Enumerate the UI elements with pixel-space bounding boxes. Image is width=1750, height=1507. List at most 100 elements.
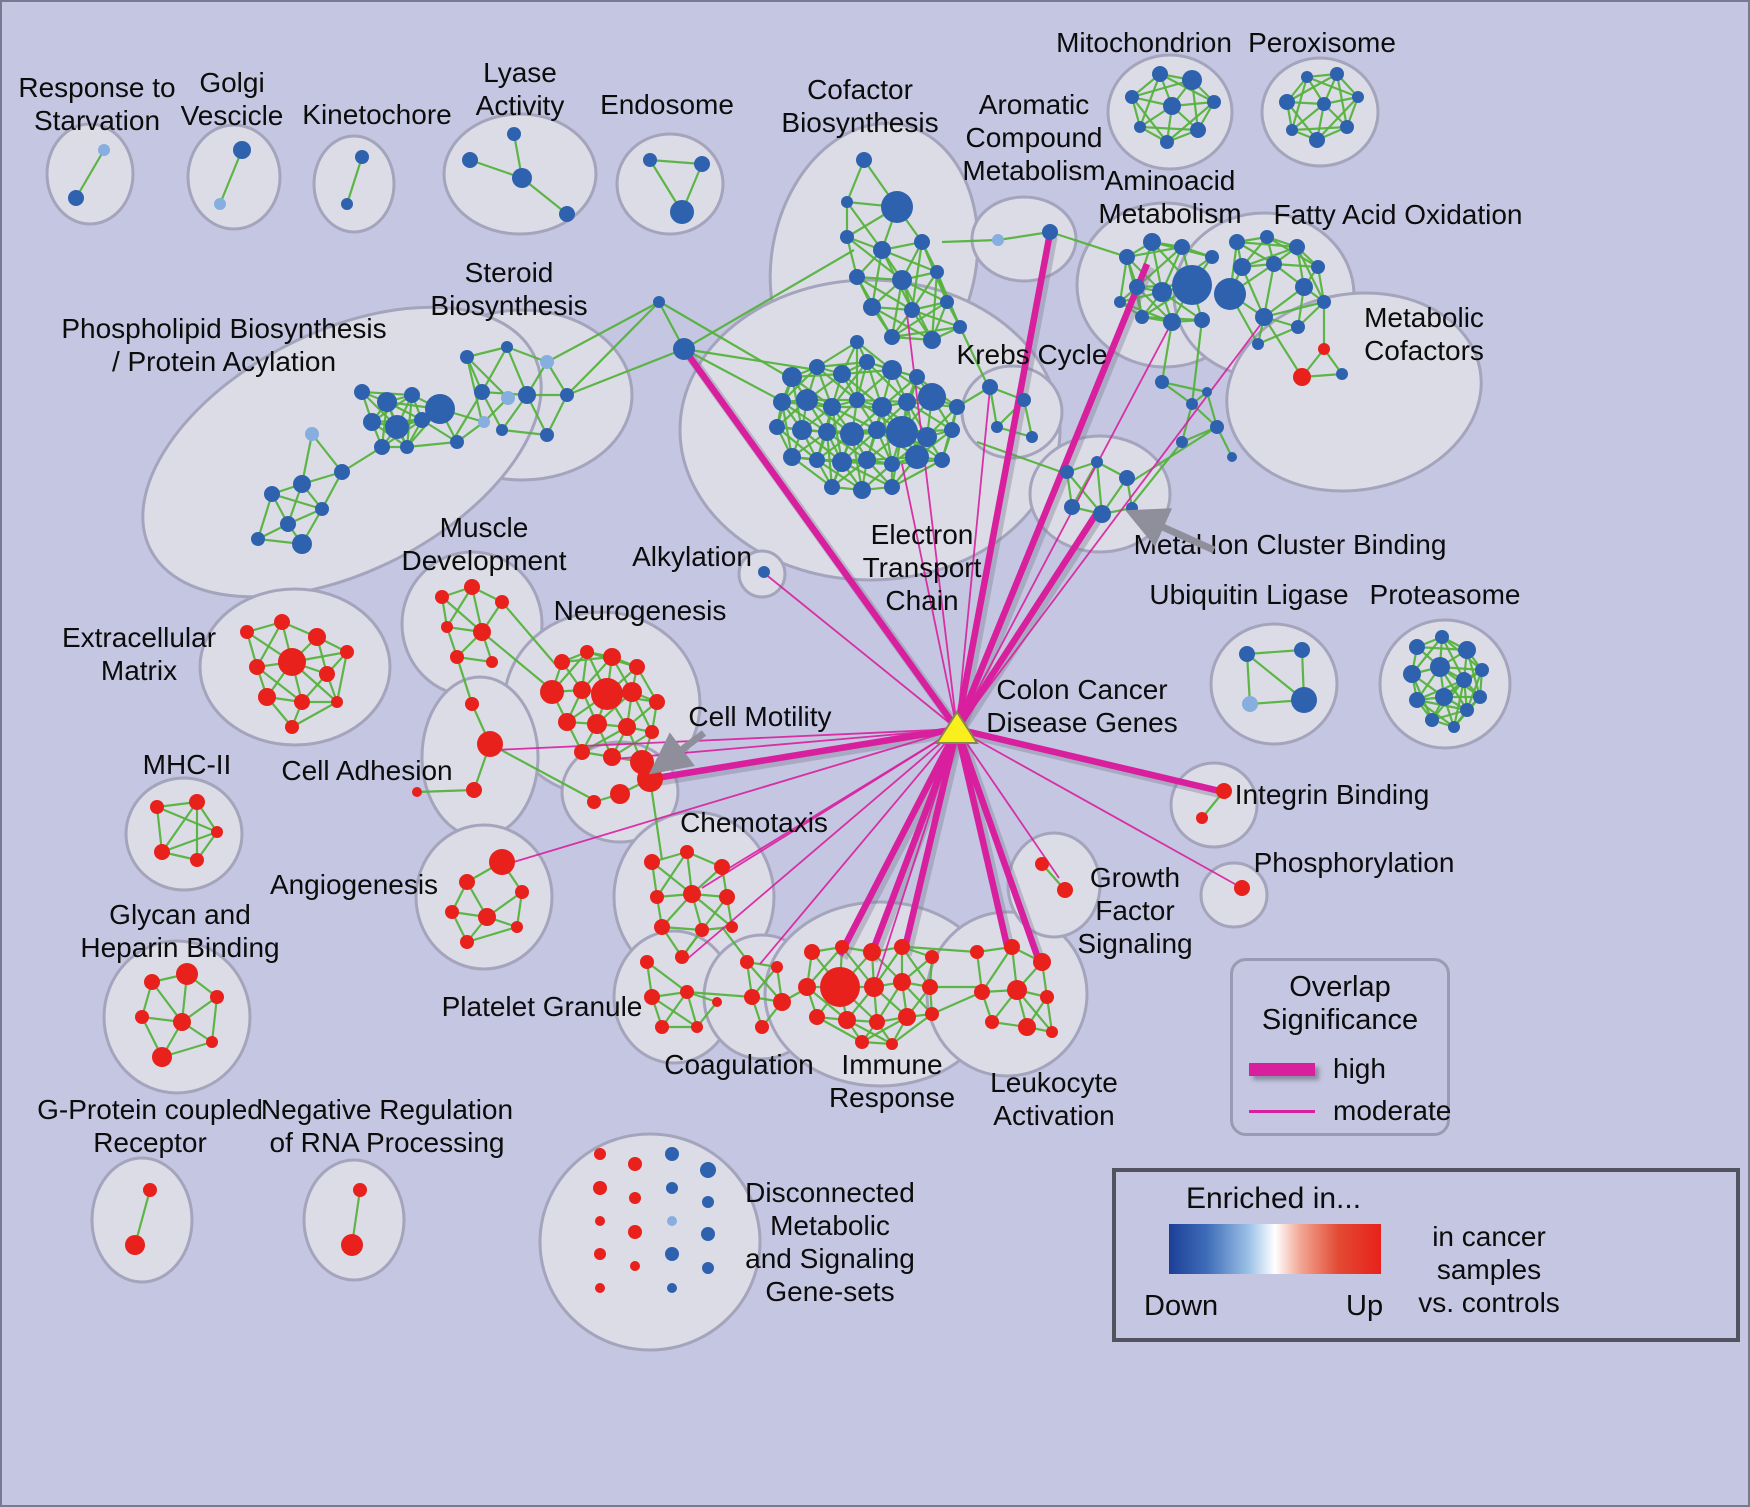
gene-set-node[interactable]	[644, 854, 660, 870]
gene-set-node[interactable]	[1040, 990, 1054, 1004]
gene-set-node[interactable]	[970, 945, 984, 959]
gene-set-node[interactable]	[1155, 375, 1169, 389]
gene-set-node[interactable]	[667, 1216, 677, 1226]
gene-set-node[interactable]	[1458, 641, 1476, 659]
gene-set-node[interactable]	[719, 889, 735, 905]
gene-set-node[interactable]	[691, 1021, 703, 1033]
gene-set-node[interactable]	[1119, 470, 1135, 486]
gene-set-node[interactable]	[1430, 657, 1450, 677]
gene-set-node[interactable]	[1093, 505, 1111, 523]
gene-set-node[interactable]	[653, 296, 665, 308]
gene-set-node[interactable]	[740, 955, 754, 969]
gene-set-node[interactable]	[341, 198, 353, 210]
gene-set-node[interactable]	[1210, 420, 1224, 434]
gene-set-node[interactable]	[628, 1157, 642, 1171]
gene-set-node[interactable]	[840, 230, 854, 244]
gene-set-node[interactable]	[898, 1008, 916, 1026]
gene-set-node[interactable]	[622, 682, 642, 702]
gene-set-node[interactable]	[833, 365, 851, 383]
gene-set-node[interactable]	[331, 696, 343, 708]
gene-set-node[interactable]	[489, 849, 515, 875]
gene-set-node[interactable]	[873, 241, 891, 259]
gene-set-node[interactable]	[702, 1196, 714, 1208]
gene-set-node[interactable]	[1190, 122, 1206, 138]
gene-set-node[interactable]	[1289, 239, 1305, 255]
gene-set-node[interactable]	[893, 973, 911, 991]
gene-set-node[interactable]	[773, 393, 791, 411]
gene-set-node[interactable]	[1035, 857, 1049, 871]
gene-set-node[interactable]	[859, 354, 875, 370]
gene-set-node[interactable]	[1301, 71, 1313, 83]
gene-set-node[interactable]	[214, 198, 226, 210]
gene-set-node[interactable]	[404, 387, 420, 403]
gene-set-node[interactable]	[462, 152, 478, 168]
gene-set-node[interactable]	[486, 656, 498, 668]
gene-set-node[interactable]	[1060, 465, 1074, 479]
gene-set-node[interactable]	[355, 150, 369, 164]
gene-set-node[interactable]	[340, 645, 354, 659]
gene-set-node[interactable]	[353, 1183, 367, 1197]
gene-set-node[interactable]	[944, 422, 960, 438]
gene-set-node[interactable]	[892, 270, 912, 290]
gene-set-node[interactable]	[1026, 431, 1038, 443]
gene-set-node[interactable]	[856, 152, 872, 168]
gene-set-node[interactable]	[593, 1181, 607, 1195]
gene-set-node[interactable]	[1033, 953, 1051, 971]
gene-set-node[interactable]	[783, 448, 801, 466]
gene-set-node[interactable]	[1007, 980, 1027, 1000]
gene-set-node[interactable]	[809, 359, 825, 375]
gene-set-node[interactable]	[1194, 312, 1210, 328]
gene-set-node[interactable]	[1152, 66, 1168, 82]
gene-set-node[interactable]	[249, 659, 265, 675]
gene-set-node[interactable]	[694, 156, 710, 172]
gene-set-node[interactable]	[898, 393, 916, 411]
gene-set-node[interactable]	[645, 725, 659, 739]
gene-set-node[interactable]	[400, 440, 414, 454]
gene-set-node[interactable]	[1160, 135, 1174, 149]
gene-set-node[interactable]	[264, 486, 280, 502]
gene-set-node[interactable]	[512, 168, 532, 188]
gene-set-node[interactable]	[173, 1013, 191, 1031]
gene-set-node[interactable]	[667, 1283, 677, 1293]
gene-set-node[interactable]	[285, 720, 299, 734]
gene-set-node[interactable]	[1317, 97, 1331, 111]
gene-set-node[interactable]	[459, 874, 475, 890]
gene-set-node[interactable]	[666, 1182, 678, 1194]
gene-set-node[interactable]	[1255, 308, 1273, 326]
gene-set-node[interactable]	[441, 621, 453, 633]
gene-set-node[interactable]	[1473, 690, 1487, 704]
gene-set-node[interactable]	[540, 355, 554, 369]
gene-set-node[interactable]	[210, 990, 224, 1004]
gene-set-node[interactable]	[809, 452, 825, 468]
gene-set-node[interactable]	[1152, 282, 1172, 302]
gene-set-node[interactable]	[435, 590, 449, 604]
gene-set-node[interactable]	[293, 475, 311, 493]
gene-set-node[interactable]	[1286, 124, 1298, 136]
gene-set-node[interactable]	[909, 369, 925, 385]
gene-set-node[interactable]	[629, 1192, 641, 1204]
gene-set-node[interactable]	[1163, 97, 1181, 115]
gene-set-node[interactable]	[233, 141, 251, 159]
gene-set-node[interactable]	[820, 967, 860, 1007]
gene-set-node[interactable]	[478, 908, 496, 926]
gene-set-node[interactable]	[675, 950, 689, 964]
gene-set-node[interactable]	[1403, 665, 1421, 683]
gene-set-node[interactable]	[594, 1248, 606, 1260]
gene-set-node[interactable]	[1046, 1026, 1058, 1038]
gene-set-node[interactable]	[796, 389, 818, 411]
gene-set-node[interactable]	[855, 1035, 869, 1049]
gene-set-node[interactable]	[1018, 1018, 1036, 1036]
gene-set-node[interactable]	[1143, 233, 1161, 251]
gene-set-node[interactable]	[1214, 278, 1246, 310]
gene-set-node[interactable]	[274, 614, 290, 630]
gene-set-node[interactable]	[251, 532, 265, 546]
gene-set-node[interactable]	[1435, 630, 1449, 644]
gene-set-node[interactable]	[518, 386, 536, 404]
gene-set-node[interactable]	[629, 659, 645, 675]
gene-set-node[interactable]	[496, 424, 508, 436]
gene-set-node[interactable]	[1340, 120, 1354, 134]
gene-set-node[interactable]	[655, 1020, 669, 1034]
gene-set-node[interactable]	[884, 329, 900, 345]
gene-set-node[interactable]	[515, 885, 529, 899]
gene-set-node[interactable]	[278, 648, 306, 676]
